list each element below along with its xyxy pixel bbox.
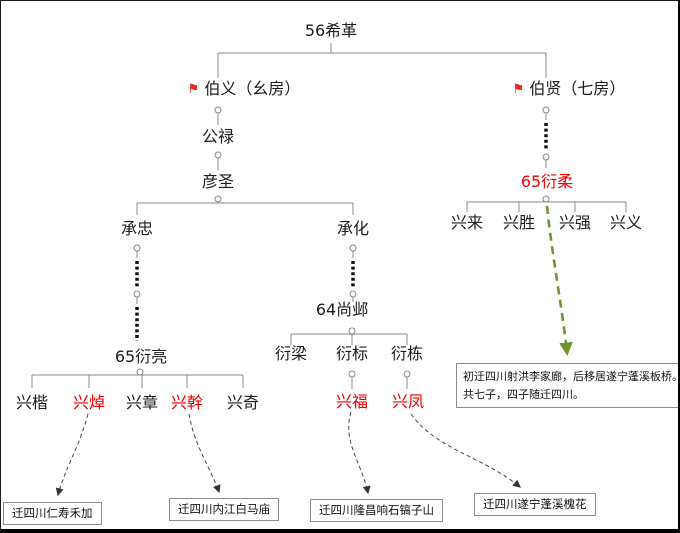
node-yansheng: 彦圣 xyxy=(201,171,235,191)
node-xingzhang: 兴章 xyxy=(125,392,159,412)
migration-box-renshou: 迁四川仁寿禾加 xyxy=(3,502,102,525)
node-yandong: 衍栋 xyxy=(390,343,424,363)
red-flag-icon: ⚑ xyxy=(187,81,200,97)
note-line-2: 共七子，四子随迁四川。 xyxy=(463,387,584,401)
node-boyi-label: 伯义（幺房） xyxy=(204,78,301,98)
node-yanliang: 65衍亮 xyxy=(114,346,168,366)
node-shangye: 64尚邺 xyxy=(315,299,369,319)
node-gonglu: 公禄 xyxy=(201,126,235,146)
yanliang-children-connector xyxy=(31,368,244,388)
node-xingkai: 兴楷 xyxy=(15,392,49,412)
node-boyi: ⚑ 伯义（幺房） xyxy=(187,78,301,98)
chenghua-dotted-descent xyxy=(349,244,357,302)
node-xingsheng: 兴胜 xyxy=(502,212,536,232)
chengzhong-dotted-descent xyxy=(133,244,141,341)
node-xingqiang: 兴强 xyxy=(558,212,592,232)
node-xingyi: 兴义 xyxy=(609,212,643,232)
node-yanrou: 65衍柔 xyxy=(520,171,574,191)
red-flag-icon: ⚑ xyxy=(512,81,525,97)
yanrou-migration-arrow xyxy=(545,205,573,357)
migration-box-longchang: 迁四川隆昌响石镐子山 xyxy=(310,499,443,522)
node-xinggan: 兴幹 xyxy=(170,392,204,412)
shangye-children-connector xyxy=(290,327,411,389)
node-chenghua: 承化 xyxy=(336,218,370,238)
node-boxian-label: 伯贤（七房） xyxy=(529,78,626,98)
node-yanliang-son1: 衍梁 xyxy=(274,343,308,363)
node-yanbiao: 衍标 xyxy=(335,343,369,363)
gen1-connector xyxy=(217,43,547,78)
node-root: 56希革 xyxy=(304,20,358,40)
note-line-1: 初迁四川射洪李家廊，后移居遂宁蓬溪板桥。 xyxy=(463,370,680,383)
yanrou-children-connector xyxy=(466,195,627,212)
migration-box-neijiang: 迁四川内江白马庙 xyxy=(169,498,279,521)
left-chain-connector xyxy=(136,106,354,215)
node-chengzhong: 承忠 xyxy=(120,218,154,238)
node-xingqi: 兴奇 xyxy=(226,392,260,412)
node-xingzhuo: 兴焯 xyxy=(72,392,106,412)
migration-note-box: 初迁四川射洪李家廊，后移居遂宁蓬溪板桥。 共七子，四子随迁四川。 xyxy=(456,363,680,409)
migration-arrows xyxy=(55,411,521,497)
node-xingfeng: 兴凤 xyxy=(391,391,425,411)
node-xingfu: 兴福 xyxy=(335,391,369,411)
node-xinglai: 兴来 xyxy=(450,212,484,232)
migration-box-suining: 迁四川遂宁蓬溪槐花 xyxy=(474,493,596,516)
node-boxian: ⚑ 伯贤（七房） xyxy=(512,78,626,98)
boxian-dotted-descent xyxy=(542,106,550,168)
